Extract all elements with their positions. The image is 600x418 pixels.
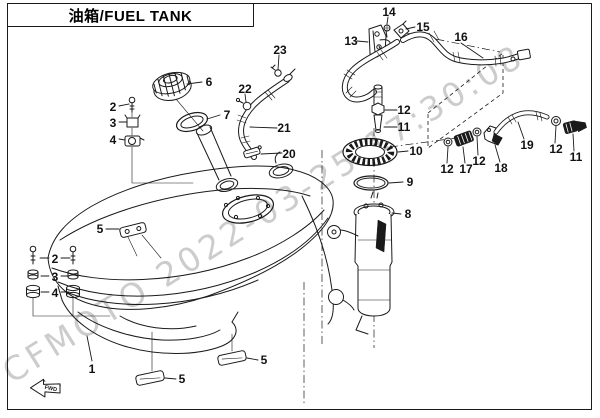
filler-neck-drawing xyxy=(175,98,232,181)
page-frame xyxy=(7,3,592,410)
fuel-hose-16-drawing xyxy=(400,30,531,67)
dashed-detail-plane xyxy=(427,52,504,149)
callout-21: 21 xyxy=(277,121,291,135)
callout-23: 23 xyxy=(273,43,287,57)
callout-15: 15 xyxy=(416,20,430,34)
callout-12: 12 xyxy=(549,142,563,156)
center-axis-lines xyxy=(303,32,501,406)
lower-hardware-drawing xyxy=(26,245,111,317)
callout-5: 5 xyxy=(96,222,104,236)
callout-8: 8 xyxy=(404,207,412,221)
callout-12: 12 xyxy=(440,162,454,176)
callout-6: 6 xyxy=(205,75,213,89)
upper-hardware-drawing xyxy=(124,96,194,184)
callout-7: 7 xyxy=(223,108,231,122)
pump-inlet-fitting-drawing xyxy=(371,84,385,133)
fuel-cap-drawing xyxy=(152,71,192,101)
hose-clamp-23-drawing xyxy=(270,64,282,77)
callout-3: 3 xyxy=(51,270,59,284)
cap-gasket-drawing xyxy=(175,111,209,133)
callout-10: 10 xyxy=(409,144,423,158)
fitting-cluster-drawing xyxy=(443,110,587,147)
mount-bracket-drawing xyxy=(119,222,162,259)
callout-12: 12 xyxy=(472,154,486,168)
callout-2: 2 xyxy=(51,252,59,266)
callout-12: 12 xyxy=(397,103,411,117)
callout-4: 4 xyxy=(109,133,117,147)
callout-18: 18 xyxy=(494,161,508,175)
callout-leader-lines xyxy=(86,16,575,380)
fuel-tank-drawing xyxy=(47,151,334,354)
callout-1: 1 xyxy=(88,362,96,376)
callout-17: 17 xyxy=(459,162,473,176)
fuel-pump-drawing xyxy=(327,191,395,335)
callout-2: 2 xyxy=(109,100,117,114)
breather-hose-drawing xyxy=(236,68,296,160)
callout-5: 5 xyxy=(178,372,186,386)
callout-5: 5 xyxy=(260,353,268,367)
callout-19: 19 xyxy=(520,138,534,152)
callout-16: 16 xyxy=(454,30,468,44)
diagram-title-box: 油箱/FUEL TANK xyxy=(8,4,253,26)
fwd-label: FWD xyxy=(44,385,58,393)
callout-4: 4 xyxy=(51,286,59,300)
callout-3: 3 xyxy=(109,116,117,130)
pump-lock-ring-drawing xyxy=(342,137,398,167)
callout-11: 11 xyxy=(569,150,583,164)
bracket-screw-drawing xyxy=(383,24,391,38)
callout-13: 13 xyxy=(344,34,358,48)
fwd-arrow-icon: FWD xyxy=(29,378,61,398)
callout-11: 11 xyxy=(397,120,411,134)
pump-seal-ring-drawing xyxy=(353,175,389,191)
callout-9: 9 xyxy=(406,175,414,189)
hose-clip-drawing xyxy=(393,20,410,39)
diagram-title: 油箱/FUEL TANK xyxy=(68,7,193,25)
callout-14: 14 xyxy=(382,5,396,19)
callout-22: 22 xyxy=(238,82,252,96)
callout-20: 20 xyxy=(282,147,296,161)
hose-clamp-22-drawing xyxy=(235,97,252,111)
hose-clamp-20-drawing xyxy=(243,145,262,159)
rubber-pads-drawing xyxy=(135,331,247,386)
fuel-hose-to-pump-drawing xyxy=(341,39,400,103)
